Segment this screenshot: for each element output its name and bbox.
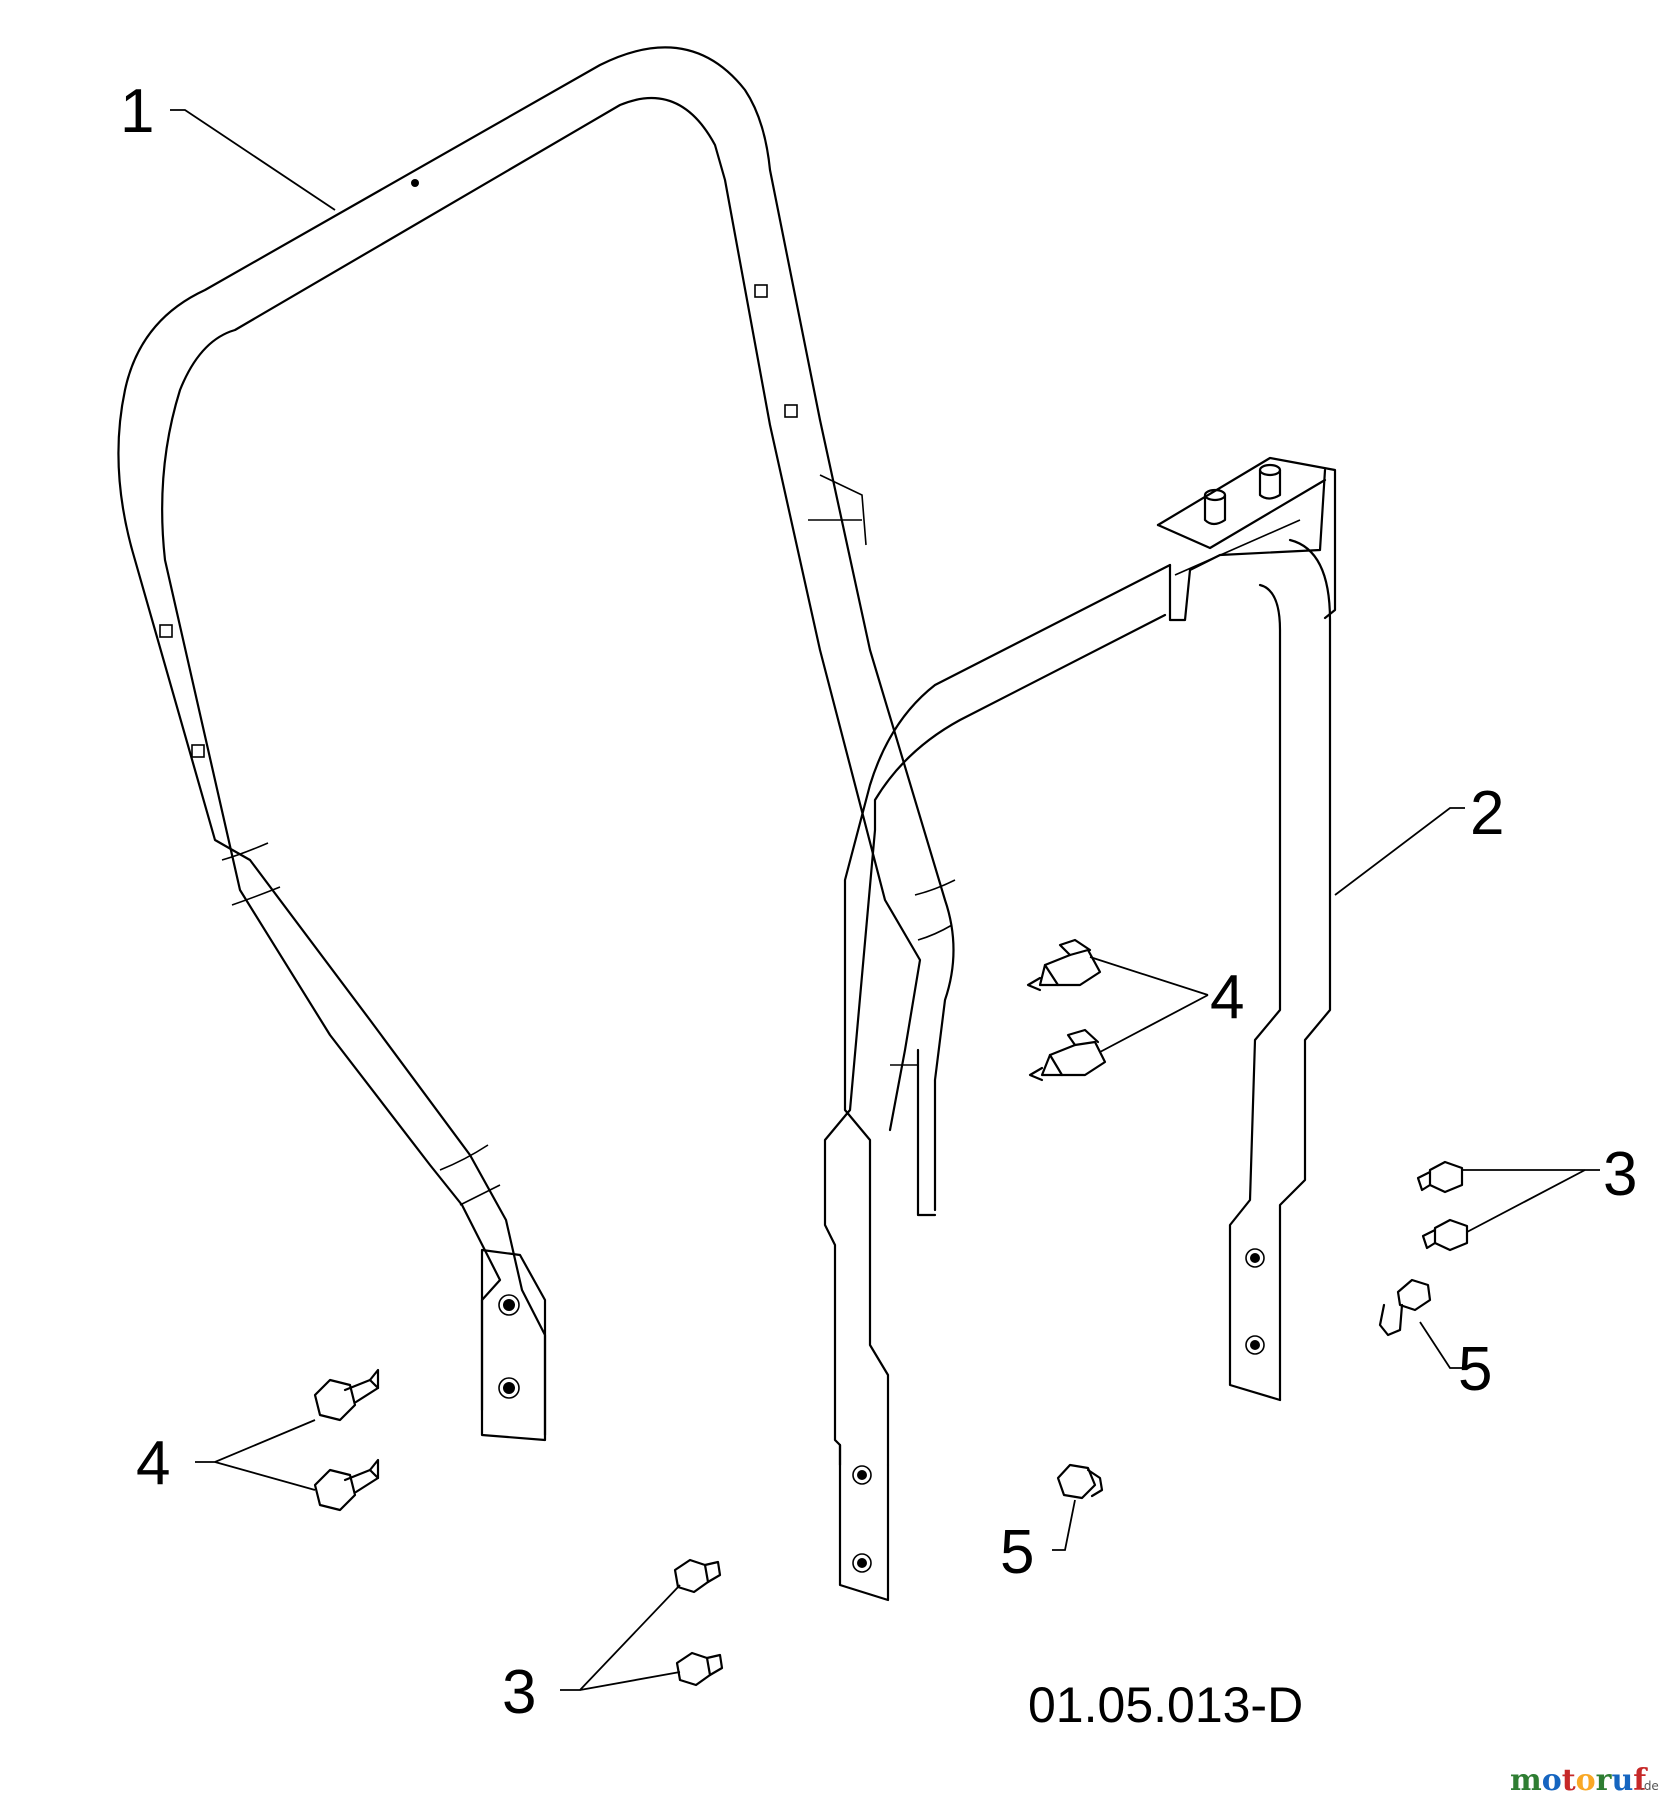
bolt-4-center-upper — [1026, 938, 1102, 992]
nut-3-bottom-lower — [675, 1651, 724, 1687]
callout-3-bottom: 3 — [502, 1658, 536, 1727]
callout-4-left: 4 — [136, 1429, 170, 1498]
bolt-4-left-lower — [313, 1458, 380, 1512]
callout-3-right: 3 — [1603, 1140, 1637, 1209]
nut-3-bottom-upper — [673, 1558, 722, 1594]
callout-2: 2 — [1470, 779, 1504, 848]
part-1-upper-handle — [117, 46, 956, 1442]
bolt-4-left-upper — [313, 1368, 380, 1422]
callout-5-right: 5 — [1458, 1335, 1492, 1404]
part-2-lower-handle — [823, 456, 1337, 1602]
leader-lines — [170, 109, 1600, 1691]
nut-3-right-upper — [1416, 1160, 1464, 1194]
screw-5-right — [1378, 1278, 1432, 1337]
screw-5-center — [1056, 1463, 1104, 1500]
callout-4-center: 4 — [1210, 963, 1244, 1032]
drawing-code: 01.05.013-D — [1028, 1677, 1303, 1733]
watermark-tld: .de — [1640, 1779, 1659, 1793]
watermark-logo: motoruf .de — [1510, 1763, 1659, 1798]
callout-1: 1 — [120, 77, 154, 146]
bolt-4-center-lower — [1028, 1028, 1107, 1082]
nut-3-right-lower — [1421, 1218, 1469, 1252]
callout-5-center: 5 — [1000, 1518, 1034, 1587]
watermark-brand: motoruf — [1510, 1763, 1648, 1798]
